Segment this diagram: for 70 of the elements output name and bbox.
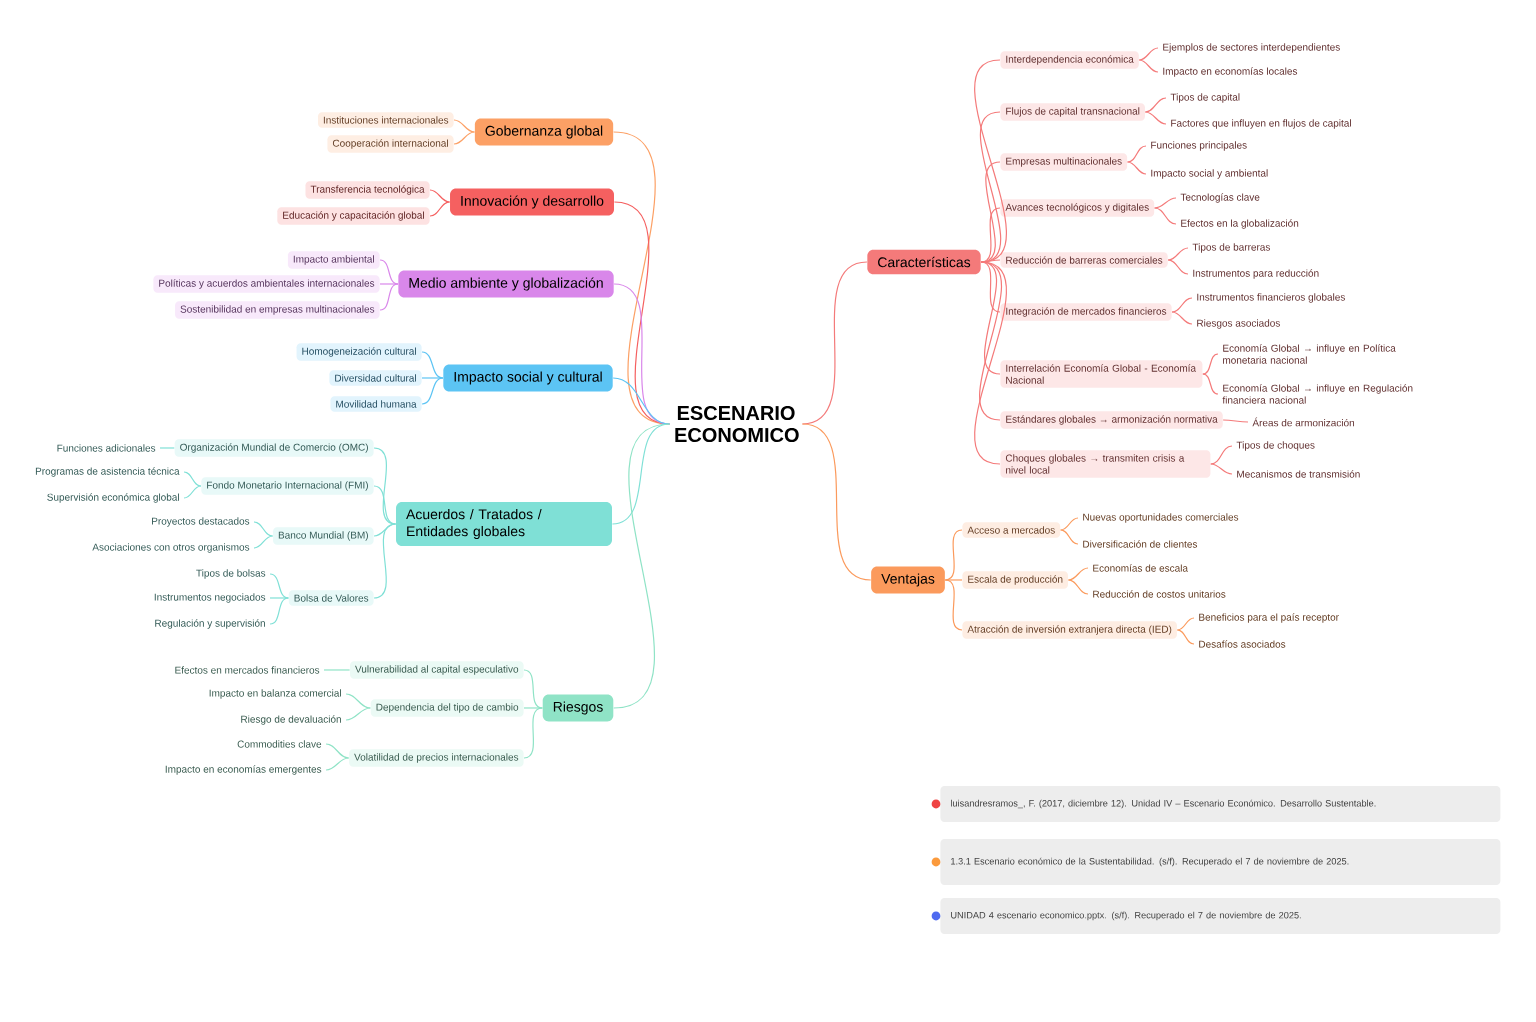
branch-line (373, 523, 397, 599)
branch-line (974, 261, 1007, 465)
branch-line (980, 161, 1001, 263)
branch-line (323, 669, 351, 671)
branch-line (373, 523, 397, 537)
branch-line (325, 757, 350, 771)
branch-line (1126, 161, 1147, 175)
branch-line (980, 261, 1001, 375)
branch-line (1154, 197, 1177, 209)
branch-line (269, 573, 289, 599)
branch-line (421, 377, 444, 379)
branch-line (1167, 247, 1189, 261)
branch-line (801, 261, 868, 425)
branch-line (1171, 297, 1193, 313)
branch-line (1171, 311, 1193, 325)
branch-line (253, 535, 274, 549)
branch-line (183, 471, 202, 487)
branch-line (979, 111, 1002, 263)
branch-line (269, 597, 289, 599)
branch-line (523, 707, 543, 759)
branch-line (611, 423, 671, 525)
branch-line (379, 259, 399, 285)
branch-line (1176, 617, 1195, 631)
branch-line (523, 707, 543, 709)
branch-line (613, 423, 671, 709)
branch-line (1176, 629, 1195, 645)
branch-line (1222, 419, 1249, 423)
branch-line (379, 283, 399, 311)
branch-line (980, 261, 1001, 313)
branch-line (453, 119, 476, 133)
branch-line (1202, 373, 1219, 395)
branch-line (159, 447, 175, 449)
branch-line (1144, 97, 1167, 113)
branch-line (453, 131, 476, 145)
branch-line (979, 261, 1003, 421)
branch-line (1167, 259, 1189, 275)
branch-line (379, 283, 399, 285)
branch-line (373, 447, 397, 525)
branch-line (269, 597, 289, 625)
branch-line (325, 743, 350, 759)
branch-line (1060, 517, 1079, 531)
branch-line (429, 201, 451, 217)
branch-line (801, 423, 872, 581)
branch-line (1138, 47, 1159, 61)
branch-line (980, 207, 1001, 263)
branch-line (523, 669, 543, 709)
branch-line (1138, 59, 1159, 73)
branch-line (1144, 111, 1167, 125)
branch-line (373, 485, 397, 525)
branch-line (1060, 529, 1079, 545)
branch-line (1126, 145, 1147, 163)
branch-line (944, 579, 963, 581)
branch-line (421, 377, 444, 405)
branch-line (1210, 463, 1233, 475)
branch-line (944, 529, 963, 581)
branch-line (183, 485, 202, 499)
branch-line (1067, 579, 1089, 595)
branch-line (345, 707, 371, 721)
branch-line (1154, 207, 1177, 225)
branch-line (1067, 567, 1089, 581)
branch-line (944, 579, 963, 631)
branch-line (421, 351, 444, 379)
branch-line (612, 377, 671, 425)
branch-line (345, 693, 371, 709)
branch-line (1210, 445, 1233, 465)
branch-line (253, 521, 274, 537)
branch-line (1202, 353, 1219, 375)
branch-line (974, 59, 1007, 263)
central-topic: ESCENARIO ECONOMICO (675, 405, 799, 443)
branch-line (429, 189, 451, 203)
